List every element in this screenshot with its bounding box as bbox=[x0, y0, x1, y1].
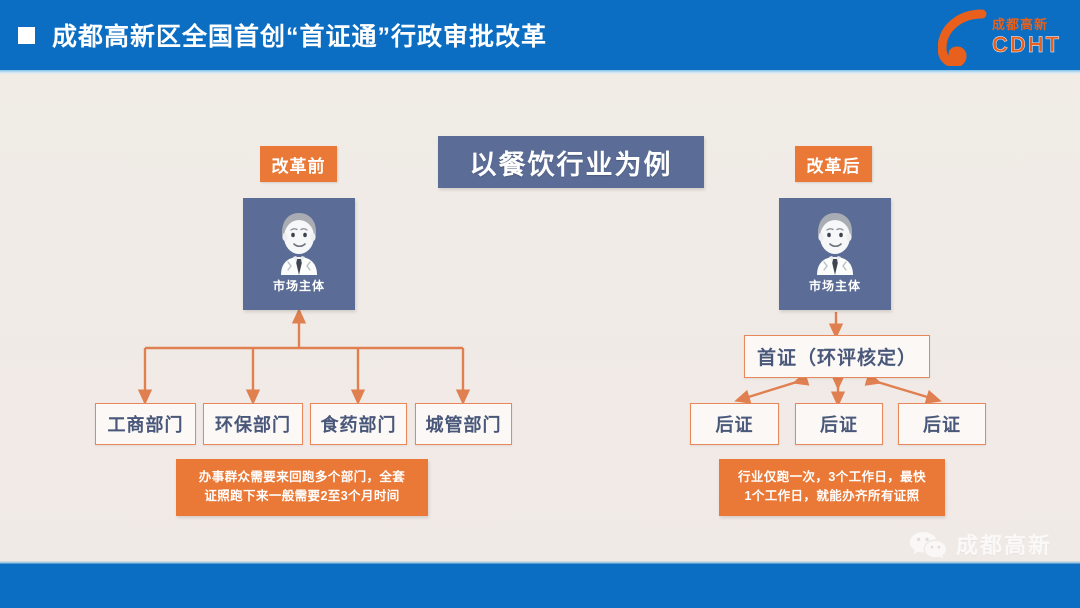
logo-cn-text: 成都高新 bbox=[992, 17, 1049, 32]
note-after-line-1: 1个工作日，就能办齐所有证照 bbox=[744, 489, 920, 504]
note-after-line-0: 行业仅跑一次，3个工作日，最快 bbox=[738, 470, 926, 484]
avatar-card-before: 市场主体 bbox=[243, 198, 355, 310]
avatar-card-after: 市场主体 bbox=[779, 198, 891, 310]
header-divider bbox=[0, 70, 1080, 74]
footer-divider bbox=[0, 561, 1080, 564]
avatar-label-after: 市场主体 bbox=[808, 279, 861, 293]
dept-box-0: 工商部门 bbox=[95, 403, 196, 445]
dept-box-2: 食药部门 bbox=[310, 403, 407, 445]
first-cert-box: 首证（环评核定） bbox=[744, 335, 930, 378]
post-cert-box-1: 后证 bbox=[795, 403, 883, 445]
slide-header: 成都高新区全国首创“首证通”行政审批改革 bbox=[0, 0, 1080, 70]
note-before-line-1: 证照跑下来一般需要2至3个月时间 bbox=[204, 489, 400, 504]
watermark-text: 成都高新 bbox=[955, 533, 1052, 558]
page-title: 成都高新区全国首创“首证通”行政审批改革 bbox=[52, 23, 548, 51]
dept-box-1: 环保部门 bbox=[203, 403, 303, 445]
note-before-reform: 办事群众需要来回跑多个部门，全套 证照跑下来一般需要2至3个月时间 bbox=[176, 459, 428, 516]
businessman-avatar-icon bbox=[281, 213, 317, 275]
badge-after-reform: 改革后 bbox=[795, 146, 872, 182]
wechat-icon bbox=[909, 532, 946, 559]
businessman-avatar-icon bbox=[817, 213, 853, 275]
badge-before-reform: 改革前 bbox=[260, 146, 337, 182]
example-title-text: 以餐饮行业为例 bbox=[469, 149, 673, 180]
post-cert-box-2: 后证 bbox=[898, 403, 986, 445]
note-before-line-0: 办事群众需要来回跑多个部门，全套 bbox=[198, 470, 406, 484]
cdht-swoosh-icon bbox=[938, 9, 987, 66]
cdht-logo: 成都高新 CDHT bbox=[936, 4, 1066, 70]
dept-box-3: 城管部门 bbox=[415, 403, 512, 445]
logo-en-text: CDHT bbox=[992, 32, 1062, 57]
post-cert-box-0: 后证 bbox=[690, 403, 779, 445]
square-bullet-icon bbox=[18, 26, 35, 44]
note-after-reform: 行业仅跑一次，3个工作日，最快 1个工作日，就能办齐所有证照 bbox=[719, 459, 945, 516]
example-title-box: 以餐饮行业为例 bbox=[438, 136, 704, 188]
avatar-label-before: 市场主体 bbox=[272, 279, 325, 293]
slide-footer bbox=[0, 564, 1080, 608]
wechat-watermark: 成都高新 bbox=[908, 528, 1052, 560]
